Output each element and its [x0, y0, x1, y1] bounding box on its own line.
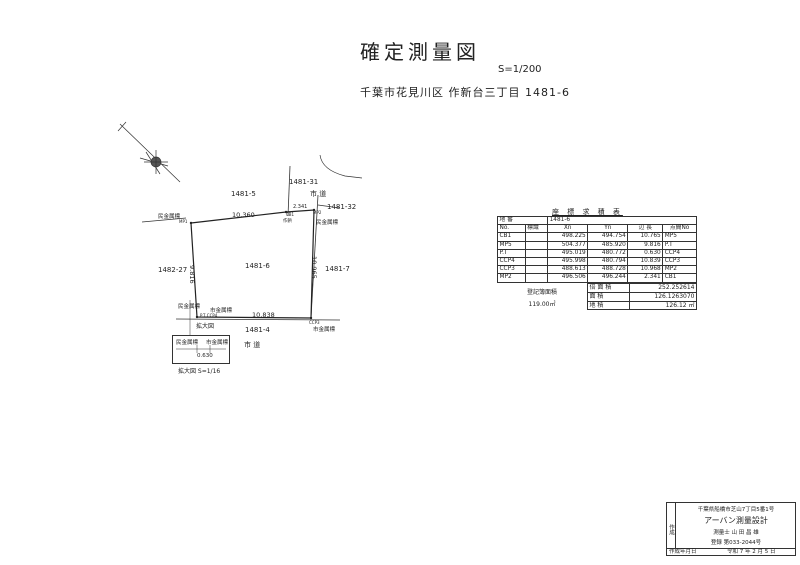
parcel-1481-6	[190, 209, 315, 319]
parcel-label: 1481-7	[325, 265, 350, 273]
registered-area-label: 登記簿面積	[526, 289, 557, 296]
edge-length: 10.965	[310, 256, 318, 279]
col-header: 辺 長	[627, 224, 664, 234]
col-header: Xn	[547, 224, 589, 234]
inset-caption: 拡大図 S=1/16	[178, 368, 221, 375]
col-header: No.	[497, 224, 526, 234]
col-header: Yn	[587, 224, 629, 234]
parcel-label: 1481-5	[231, 190, 256, 198]
edge-length: 2.341	[293, 204, 308, 210]
surveyor-name: 測量士 山 田 昌 雄	[713, 530, 759, 536]
parcel-label: 1481-31	[289, 178, 319, 186]
creation-date: 作成年月日 令和 7 年 2 月 5 日	[666, 547, 796, 556]
title-block-side: 作成	[667, 503, 676, 548]
marker-label: 市金属標	[210, 308, 233, 314]
registration-no: 登録 第033-2044号	[710, 540, 762, 546]
marker-id: MP1	[179, 219, 188, 224]
drawing-scale: S=1/200	[498, 64, 542, 75]
edge-length: 10.360	[232, 211, 255, 219]
edge-length: 9.816	[188, 265, 196, 284]
road-line	[175, 318, 341, 321]
marker-label: 民金属標	[178, 304, 201, 310]
inset-label: 市金属標	[206, 340, 229, 346]
col-header: 標識	[524, 224, 549, 234]
parcel-label: 1481-6	[245, 262, 270, 270]
road-label: 市 道	[310, 190, 327, 198]
inset-distance: 0.630	[197, 353, 213, 359]
marker-id: CCP3	[309, 320, 320, 325]
road-label: 市 道	[244, 341, 261, 349]
drawing-title: 確定測量図	[360, 40, 480, 64]
marker-id: MP2	[313, 210, 322, 215]
marker-label: 民金属標	[158, 214, 181, 220]
date-value: 令和 7 年 2 月 5 日	[727, 549, 776, 555]
chiban-value: 1481-6	[547, 215, 697, 226]
company-address: 千葉県船橋市芝山7丁目5番1号	[697, 507, 775, 513]
marker-id: CB1	[286, 212, 295, 217]
title-block: 作成 千葉県船橋市芝山7丁目5番1号 アーバン測量設計 測量士 山 田 昌 雄 …	[666, 502, 796, 549]
marker-label: 市金属標	[313, 327, 336, 333]
drawing-address: 千葉市花見川区 作新台三丁目 1481-6	[360, 86, 570, 99]
coord-table-title: 座 標 求 積 表	[552, 208, 623, 216]
road-curve	[319, 154, 363, 179]
edge-length: 10.838	[252, 311, 275, 319]
col-header: 点間No	[662, 224, 697, 234]
parcel-label: 1482-27	[158, 266, 188, 274]
table-row: 地 番 1481-6	[496, 215, 697, 226]
parcel-label: 1481-32	[327, 203, 357, 211]
enlarge-label: 拡大図	[196, 323, 215, 330]
company-name: アーバン測量設計	[704, 516, 768, 525]
marker-id: P.T CCP4	[200, 313, 218, 318]
marker-label: 民金属標	[316, 220, 339, 226]
registered-area-value: 119.00㎡	[528, 301, 556, 308]
table-header: No. 標識 Xn Yn 辺 長 点間No	[497, 224, 697, 234]
survey-points	[189, 208, 316, 320]
date-label: 作成年月日	[669, 549, 697, 555]
parcel-label: 1481-4	[245, 326, 270, 334]
inset-label: 民金属標	[176, 340, 199, 346]
chiban-label: 地 番	[496, 215, 549, 226]
marker-label: 作鋲	[283, 219, 292, 224]
enlargement-inset	[172, 335, 230, 364]
north-arrow-icon	[117, 121, 181, 183]
